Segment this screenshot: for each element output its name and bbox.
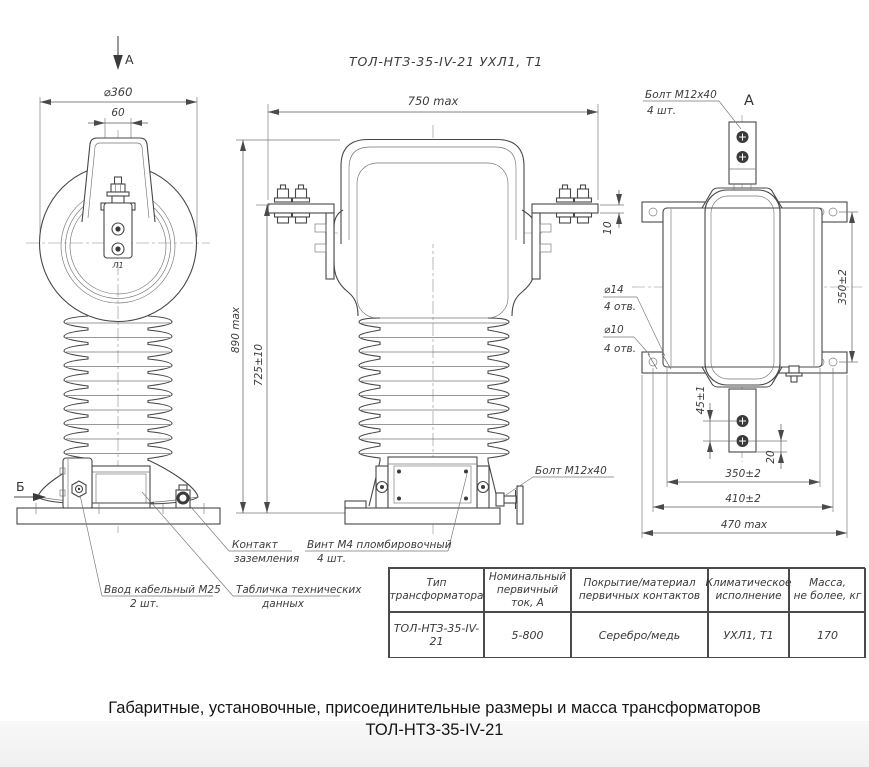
terminal-bar-bottom xyxy=(728,388,757,453)
dim-470: 470 max xyxy=(641,375,848,538)
callout-nameplate-line1: Табличка технических xyxy=(236,584,362,596)
base-front xyxy=(16,457,221,525)
view-a-label: А xyxy=(125,52,134,67)
callout-bolt-top-line1: Болт М12х40 xyxy=(645,89,717,101)
bracket-right xyxy=(531,184,599,280)
dim-10: 10 xyxy=(600,190,624,235)
callout-bolt-top: Болт М12х40 4 шт. xyxy=(643,89,742,130)
spec-value-type: ТОЛ-НТЗ-35-IV-21 xyxy=(389,612,484,658)
dim-890-text: 890 max xyxy=(230,306,242,353)
dim-350h-text: 350±2 xyxy=(725,468,761,480)
drawing-canvas: .ol{fill:none;stroke:#474747;stroke-widt… xyxy=(14,36,862,610)
ground-contact xyxy=(175,484,191,509)
view-b-label: Б xyxy=(16,479,25,494)
base-plate-side xyxy=(344,507,501,525)
spec-value-climate: УХЛ1, Т1 xyxy=(708,612,789,658)
view-a-arrow: А xyxy=(113,36,134,70)
dim-470-text: 470 max xyxy=(721,519,768,531)
spec-value-coating: Серебро/медь xyxy=(571,612,708,658)
dim-750: 750 max xyxy=(267,94,599,200)
dim-45-text: 45±1 xyxy=(695,386,707,415)
spec-header-coating: Покрытие/материал первичных контактов xyxy=(571,568,708,612)
dim-410-text: 410±2 xyxy=(725,493,761,505)
callout-nameplate-line2: данных xyxy=(261,598,305,610)
callout-screw-line2: 4 шт. xyxy=(317,553,346,565)
bolt-m12-left-1 xyxy=(273,184,293,224)
spec-table: Тип трансформатора Номинальный первичный… xyxy=(388,567,866,658)
dim-d360: ⌀360 xyxy=(39,85,198,237)
callout-bolt-side: Болт М12х40 xyxy=(505,465,614,496)
base-side xyxy=(344,456,524,525)
view-b-arrow: Б xyxy=(14,479,46,501)
dim-45: 45±1 xyxy=(695,386,736,459)
bolt-m12-right-2 xyxy=(573,184,593,224)
callout-ground-line1: Контакт xyxy=(232,539,279,551)
caption-line1: Габаритные, установочные, присоединитель… xyxy=(108,699,761,717)
spec-header-climate: Климатическое исполнение xyxy=(706,568,791,612)
callout-bolt-top-line2: 4 шт. xyxy=(647,105,676,117)
dim-20: 20 xyxy=(749,424,787,469)
terminal-box-side xyxy=(387,456,478,510)
bellows-side xyxy=(358,317,510,507)
terminal-mark: Л1 xyxy=(111,261,123,270)
dim-410: 410±2 xyxy=(652,368,834,512)
bolt-m12-left-2 xyxy=(291,184,311,224)
callout-holes: ⌀14 4 отв. ⌀10 4 отв. xyxy=(603,284,672,370)
dim-350v-text: 350±2 xyxy=(837,269,849,305)
hat-front xyxy=(81,137,156,223)
view-a-title: А xyxy=(744,93,754,109)
hat-side xyxy=(340,138,525,244)
dim-d360-text: ⌀360 xyxy=(104,85,133,99)
drawing-title: ТОЛ-НТЗ-35-IV-21 УХЛ1, Т1 xyxy=(349,54,543,69)
callout-nameplate: Табличка технических данных xyxy=(141,491,362,610)
side-view: 750 max xyxy=(230,94,624,535)
spec-header-current: Номинальный первичный ток, А xyxy=(484,568,571,612)
dim-350-vert: 350±2 xyxy=(837,211,858,363)
spec-value-current: 5-800 xyxy=(484,612,571,658)
callout-cable: Ввод кабельный М25 2 шт. xyxy=(79,494,221,610)
ground-bolt-top-view xyxy=(785,365,803,383)
hole-d10-qty: 4 отв. xyxy=(604,343,636,355)
callout-ground: Контакт заземления xyxy=(189,505,299,565)
dim-890: 890 max xyxy=(230,139,348,514)
bracket-left xyxy=(267,184,335,280)
terminal-plate: Л1 xyxy=(100,176,136,270)
caption-line2: ТОЛ-НТЗ-35-IV-21 xyxy=(365,721,504,739)
dim-725: 725±10 xyxy=(253,204,270,513)
spec-header-type: Тип трансформатора xyxy=(389,568,484,612)
dim-10-text: 10 xyxy=(602,221,614,235)
dim-750-text: 750 max xyxy=(408,94,459,108)
dim-60-text: 60 xyxy=(111,107,125,119)
callout-cable-line1: Ввод кабельный М25 xyxy=(104,584,221,596)
front-view: А ⌀360 60 xyxy=(14,36,221,533)
bolt-m12-right-1 xyxy=(555,184,575,224)
mount-bolt-detail xyxy=(495,485,524,525)
footer-band xyxy=(0,721,869,767)
dim-350-horiz: 350±2 xyxy=(666,368,821,487)
hole-d10-text: ⌀10 xyxy=(604,324,624,336)
base-plate-front xyxy=(16,507,221,525)
callout-screw: Винт М4 пломбировочный 4 шт. xyxy=(305,473,468,565)
hole-d14-text: ⌀14 xyxy=(604,284,624,296)
hole-d14-qty: 4 отв. xyxy=(604,301,636,313)
callout-cable-line2: 2 шт. xyxy=(130,598,159,610)
top-view: А xyxy=(603,89,862,538)
callout-bolt-side-text: Болт М12х40 xyxy=(535,465,607,477)
dim-725-text: 725±10 xyxy=(253,344,265,387)
spec-header-mass: Масса, не более, кг xyxy=(789,568,866,612)
caption: Габаритные, установочные, присоединитель… xyxy=(0,698,869,741)
callout-ground-line2: заземления xyxy=(234,553,299,565)
spec-value-mass: 170 xyxy=(789,612,866,658)
body-top-view xyxy=(662,207,823,368)
dim-20-text: 20 xyxy=(765,450,777,464)
terminal-bar-top xyxy=(728,121,757,190)
callout-screw-line1: Винт М4 пломбировочный xyxy=(307,539,452,551)
